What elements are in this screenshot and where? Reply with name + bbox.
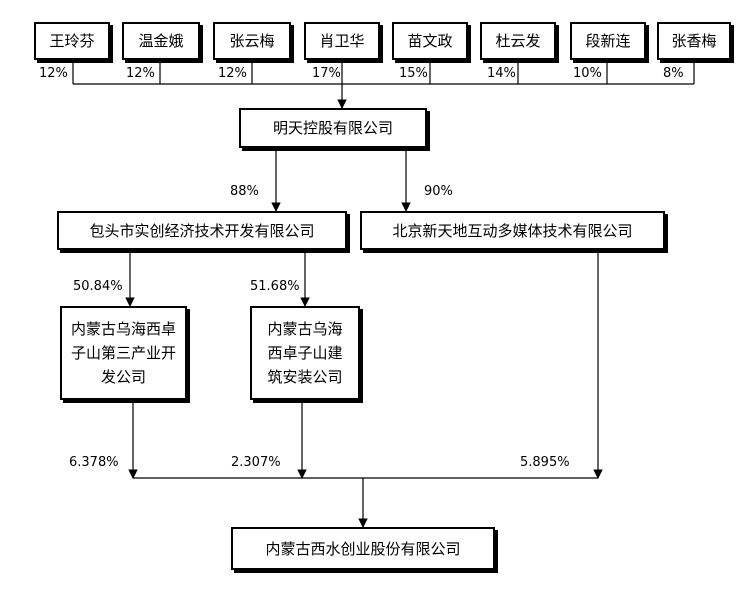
beijing-company-box: 北京新天地互动多媒体技术有限公司 xyxy=(360,211,665,250)
build-company-box: 内蒙古乌海西卓子山建筑安装公司 xyxy=(250,306,360,400)
baotou-company-box: 包头市实创经济技术开发有限公司 xyxy=(57,211,347,250)
shareholder-name: 温金娥 xyxy=(138,32,184,50)
build-target-pct: 2.307% xyxy=(231,455,281,470)
dev-pct: 50.84% xyxy=(73,279,123,294)
baotou-pct: 88% xyxy=(230,184,259,199)
shareholder-box: 苗文政 xyxy=(392,22,468,60)
shareholder-pct: 14% xyxy=(487,66,516,81)
shareholder-box: 段新连 xyxy=(570,22,646,60)
shareholder-name: 肖卫华 xyxy=(319,32,365,50)
baotou-company-name: 包头市实创经济技术开发有限公司 xyxy=(89,221,315,240)
dev-company-box: 内蒙古乌海西卓子山第三产业开发公司 xyxy=(60,306,187,400)
shareholder-pct: 8% xyxy=(663,66,684,81)
shareholder-pct: 15% xyxy=(399,66,428,81)
shareholder-name: 王玲芬 xyxy=(49,32,95,50)
dev-target-pct: 6.378% xyxy=(69,455,119,470)
beijing-company-name: 北京新天地互动多媒体技术有限公司 xyxy=(392,221,633,240)
beijing-pct: 90% xyxy=(424,184,453,199)
shareholder-box: 肖卫华 xyxy=(304,22,380,60)
shareholder-pct: 12% xyxy=(218,66,247,81)
shareholder-pct: 12% xyxy=(126,66,155,81)
shareholder-pct: 10% xyxy=(573,66,602,81)
shareholder-name: 张云梅 xyxy=(229,32,275,50)
shareholder-box: 王玲芬 xyxy=(34,22,110,60)
beijing-target-pct: 5.895% xyxy=(520,455,570,470)
shareholder-box: 温金娥 xyxy=(122,22,200,60)
shareholder-name: 杜云发 xyxy=(495,32,541,50)
shareholder-pct: 12% xyxy=(39,66,68,81)
dev-company-name: 内蒙古乌海西卓子山第三产业开发公司 xyxy=(70,320,176,386)
shareholder-box: 杜云发 xyxy=(480,22,556,60)
build-pct: 51.68% xyxy=(250,279,300,294)
holding-company-name: 明天控股有限公司 xyxy=(272,119,393,137)
shareholder-pct: 17% xyxy=(312,66,341,81)
shareholder-name: 苗文政 xyxy=(407,32,453,50)
target-company-box: 内蒙古西水创业股份有限公司 xyxy=(231,527,495,570)
shareholder-name: 段新连 xyxy=(585,32,631,50)
build-company-name: 内蒙古乌海西卓子山建筑安装公司 xyxy=(267,320,343,386)
shareholder-box: 张香梅 xyxy=(657,22,731,60)
shareholder-name: 张香梅 xyxy=(671,32,717,50)
shareholder-box: 张云梅 xyxy=(213,22,291,60)
holding-company-box: 明天控股有限公司 xyxy=(239,108,427,148)
target-company-name: 内蒙古西水创业股份有限公司 xyxy=(265,539,461,558)
